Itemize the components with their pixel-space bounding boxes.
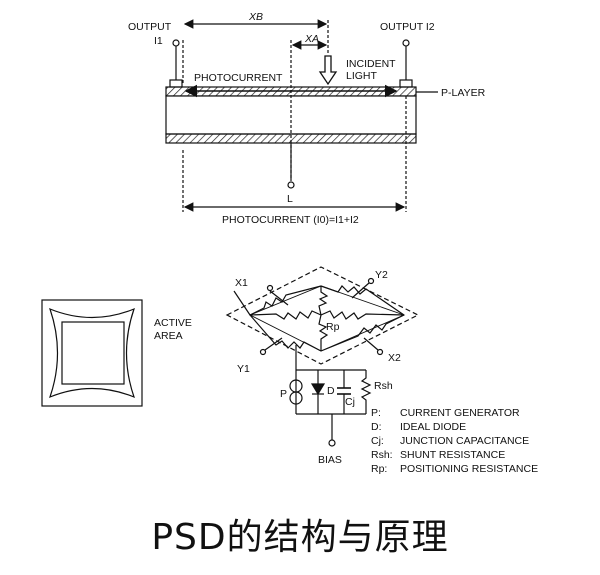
l-label: L	[287, 193, 293, 205]
rp-x2	[320, 310, 405, 320]
output1-sub-label: I1	[154, 35, 163, 47]
output1-terminal	[172, 39, 180, 47]
active-area-figure	[41, 299, 143, 407]
bias-terminal	[328, 439, 336, 447]
p-layer-label: P-LAYER	[441, 87, 486, 99]
legend-text-2: JUNCTION CAPACITANCE	[400, 435, 529, 447]
p-label: P	[280, 388, 287, 400]
rp-y1	[318, 314, 329, 351]
legend: P: CURRENT GENERATOR D: IDEAL DIODE Cj: …	[371, 407, 538, 475]
common-terminal	[287, 181, 295, 189]
top-labels: OUTPUT I1 OUTPUT I2 XB XA PHOTOCURRENT I…	[128, 11, 486, 226]
x2-terminal	[376, 348, 384, 356]
photocurrent-total-label: PHOTOCURRENT (I0)=I1+I2	[222, 214, 359, 226]
legend-key-1: D:	[371, 421, 382, 433]
d-label: D	[327, 385, 335, 397]
circuit-labels: X1 Y2 X2 Y1 Rp P D Cj Rsh BIAS	[235, 269, 401, 466]
rp-label: Rp	[326, 321, 340, 333]
legend-text-3: SHUNT RESISTANCE	[400, 449, 505, 461]
legend-text-1: IDEAL DIODE	[400, 421, 466, 433]
output2-terminal	[402, 39, 410, 47]
legend-key-0: P:	[371, 407, 381, 419]
light-label: LIGHT	[346, 70, 378, 82]
psd-cross-section	[165, 19, 438, 212]
y2-terminal	[367, 277, 375, 285]
ideal-diode	[310, 383, 326, 396]
incident-label: INCIDENT	[346, 58, 396, 70]
x1-label: X1	[235, 277, 248, 289]
incident-light-arrow	[318, 55, 338, 86]
psd-outline	[225, 266, 420, 365]
output1-electrode	[169, 79, 183, 88]
xb-label: XB	[248, 11, 263, 23]
shunt-resistor	[360, 370, 372, 414]
rp-x1	[249, 310, 322, 320]
rsh-label: Rsh	[374, 380, 393, 392]
x1-terminal	[266, 284, 274, 292]
equivalent-circuit	[225, 266, 420, 447]
legend-key-3: Rsh:	[371, 449, 393, 461]
x2-label: X2	[388, 352, 401, 364]
output1-label: OUTPUT	[128, 21, 172, 33]
bias-label: BIAS	[318, 454, 342, 466]
legend-text-4: POSITIONING RESISTANCE	[400, 463, 538, 475]
figure-caption: PSD的结构与原理	[151, 517, 449, 558]
y1-terminal	[259, 348, 267, 356]
legend-text-0: CURRENT GENERATOR	[400, 407, 520, 419]
area-label-bound: AREA	[154, 330, 183, 342]
xa-label: XA	[304, 33, 319, 45]
legend-key-4: Rp:	[371, 463, 387, 475]
y1-label: Y1	[237, 363, 250, 375]
active-label: ACTIVE	[154, 317, 192, 329]
cj-label: Cj	[345, 396, 355, 408]
y2-label: Y2	[375, 269, 388, 281]
output2-electrode	[399, 79, 413, 88]
output2-label: OUTPUT I2	[380, 21, 435, 33]
legend-key-2: Cj:	[371, 435, 384, 447]
rp-y2	[318, 286, 329, 316]
photocurrent-label: PHOTOCURRENT	[194, 72, 283, 84]
